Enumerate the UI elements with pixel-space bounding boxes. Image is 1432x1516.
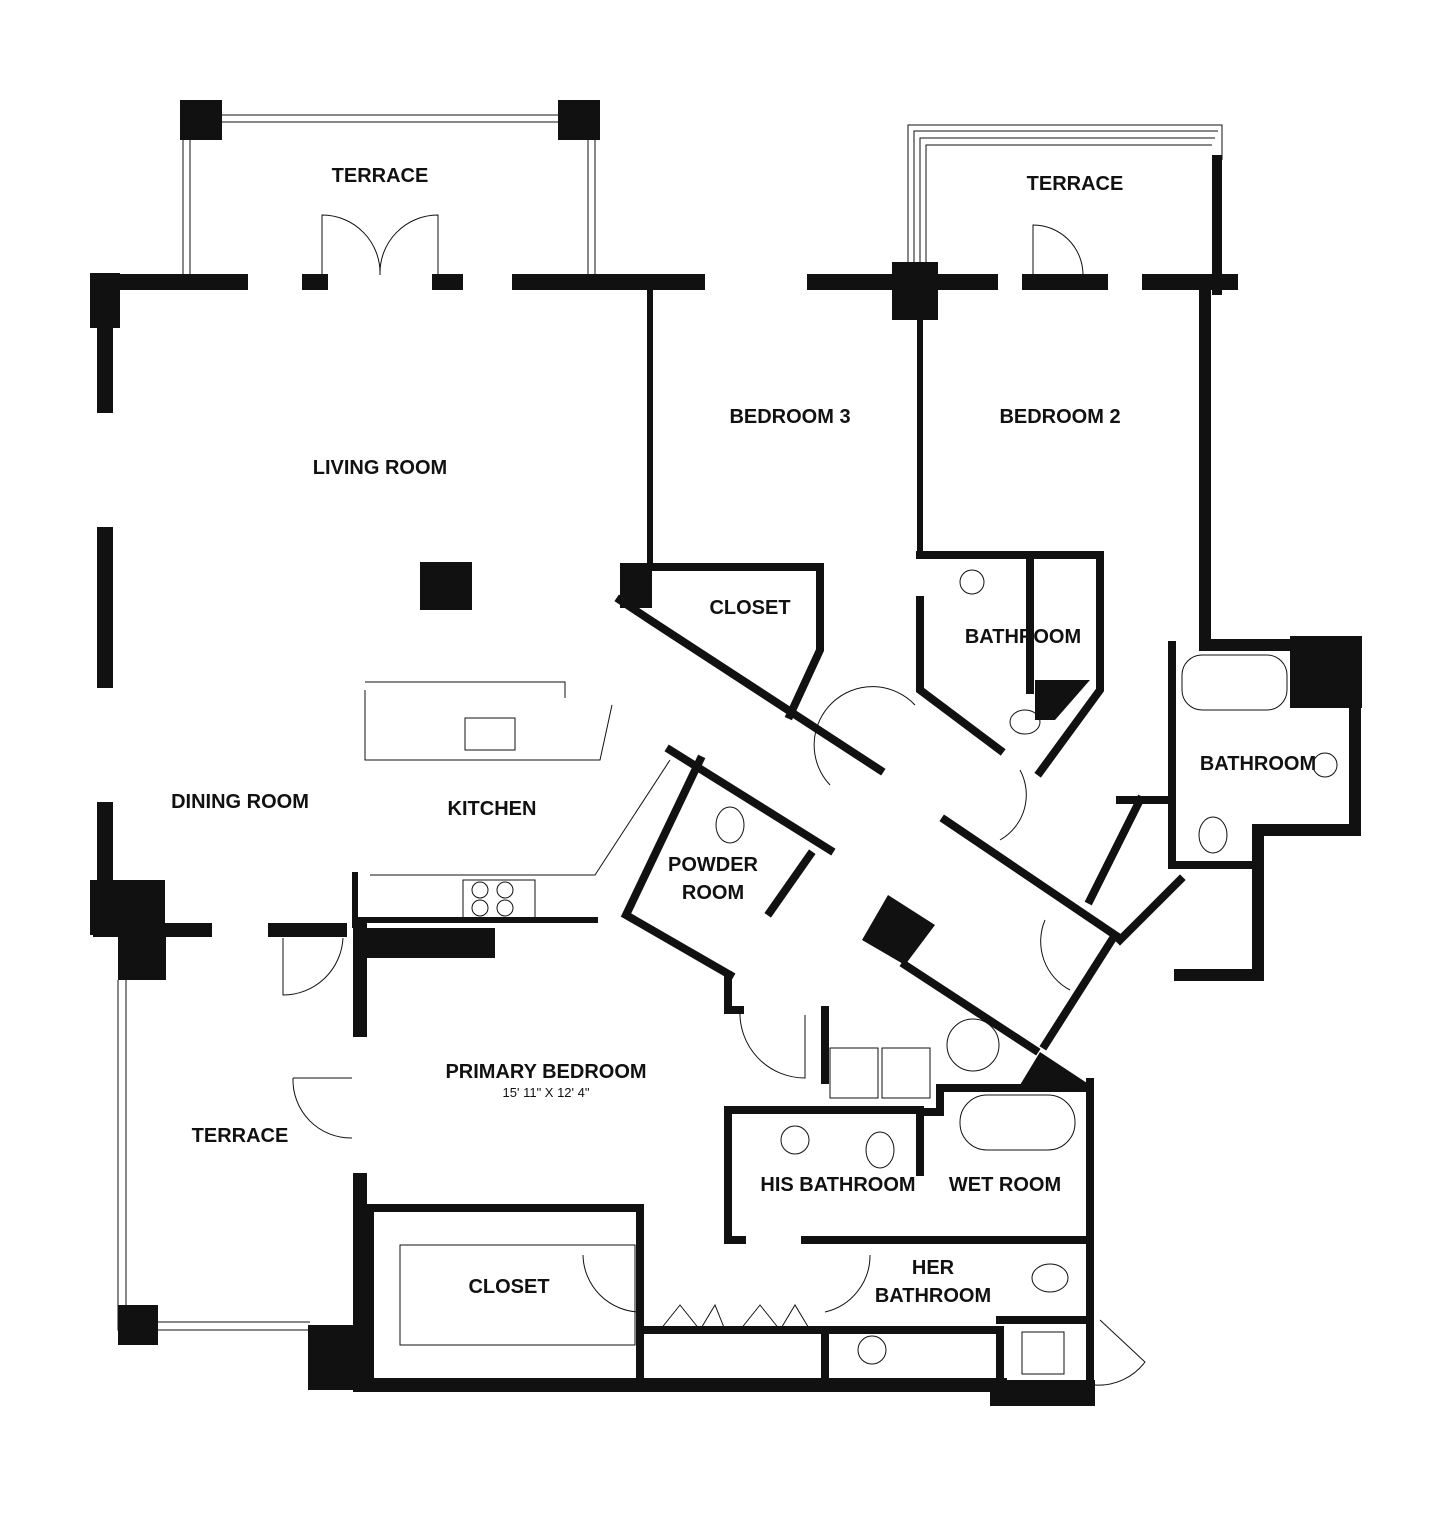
label-living-room: LIVING ROOM — [313, 457, 447, 479]
label-powder-room-line1: POWDER — [668, 854, 759, 876]
label-closet-bedroom-3: CLOSET — [709, 597, 790, 619]
label-kitchen: KITCHEN — [448, 798, 537, 820]
walls — [92, 155, 1361, 1399]
label-wet-room: WET ROOM — [949, 1174, 1061, 1196]
label-terrace-left: TERRACE — [192, 1125, 289, 1147]
label-bathroom-bedroom-2: BATHROOM — [965, 626, 1081, 648]
label-dining-room: DINING ROOM — [171, 791, 309, 813]
column — [420, 562, 472, 610]
label-his-bathroom: HIS BATHROOM — [760, 1174, 915, 1196]
terrace-railings — [117, 114, 1223, 1331]
label-bedroom-2: BEDROOM 2 — [999, 406, 1120, 428]
label-bedroom-3: BEDROOM 3 — [729, 406, 850, 428]
doors-and-fixtures — [282, 214, 1338, 1386]
label-primary-bedroom-dimensions: 15' 11" X 12' 4" — [503, 1085, 590, 1100]
label-her-bathroom-line2: BATHROOM — [875, 1285, 991, 1307]
label-powder-room-line2: ROOM — [682, 882, 744, 904]
label-closet-primary: CLOSET — [468, 1276, 549, 1298]
label-bathroom-right: BATHROOM — [1200, 753, 1316, 775]
label-primary-bedroom: PRIMARY BEDROOM — [445, 1061, 646, 1083]
room-labels: TERRACE TERRACE LIVING ROOM BEDROOM 3 BE… — [171, 165, 1316, 1307]
label-terrace-top-left: TERRACE — [332, 165, 429, 187]
label-her-bathroom-line1: HER — [912, 1257, 955, 1279]
label-terrace-top-right: TERRACE — [1027, 173, 1124, 195]
